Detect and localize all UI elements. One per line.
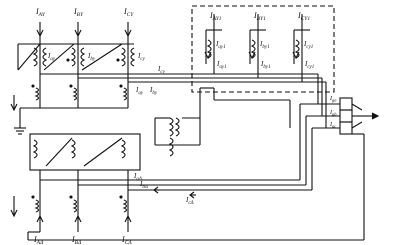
label-I-B-delta: IBΔ (71, 235, 81, 245)
label-I-cy-bus: Icy (157, 65, 166, 75)
label-I-CY1: ICY1 (297, 11, 310, 22)
label-I-by-ct: Iby (87, 52, 96, 62)
label-I-ay1-inner: Iay1 (215, 40, 226, 50)
label-I-CY: ICY (123, 7, 134, 18)
label-I-BY1: IBY1 (253, 11, 266, 22)
lower-delta-winding-group (10, 133, 365, 241)
label-I-C-delta: ICΔ (121, 235, 132, 245)
auxiliary-ct-box (191, 5, 335, 93)
label-I-ay-ct: Iay (47, 52, 56, 62)
labels: IAY IBY ICY IAY1 IBY1 ICY1 Iay1 Iby1 Icy… (33, 7, 337, 245)
ct-coil-a-lower (34, 199, 40, 213)
upper-wye-winding-group (10, 22, 136, 135)
label-I-a-delta: IaΔ (133, 172, 142, 182)
coil-c-upper (120, 47, 126, 67)
label-I-ay1-low: Iay1 (216, 60, 227, 70)
ct-coil-c (122, 87, 128, 101)
label-I-c-delta: IcΔ (185, 196, 194, 206)
label-I-by1-low: Iby1 (260, 60, 271, 70)
ct-coil-b-lower (72, 199, 78, 213)
label-I-ga: Iga (329, 96, 337, 103)
ct-coil-c-lower (122, 199, 128, 213)
label-I-AY: IAY (35, 7, 46, 18)
coil-a-upper (32, 47, 38, 67)
label-I-cy1-inner: Icy1 (303, 40, 313, 50)
label-I-gc: Igc (329, 122, 336, 129)
label-I-AY1: IAY1 (209, 11, 222, 22)
label-I-b-delta: IbΔ (139, 180, 148, 190)
ct-coil-b (72, 87, 78, 101)
label-I-cy-ct: Icy (137, 52, 146, 62)
label-I-gb: Igb (329, 110, 337, 117)
label-I-A-delta: IAΔ (33, 235, 43, 245)
label-I-ay-bus: Iay (135, 86, 144, 96)
label-I-by1-inner: Iby1 (259, 40, 270, 50)
label-I-cy1-low: Icy1 (304, 60, 314, 70)
ct-coil-a (34, 87, 40, 101)
coil-b-upper (70, 47, 76, 67)
differential-relay (339, 97, 380, 135)
label-I-by-bus: Iby (149, 86, 158, 96)
bus-wiring (40, 72, 340, 199)
label-I-BY: IBY (73, 7, 84, 18)
